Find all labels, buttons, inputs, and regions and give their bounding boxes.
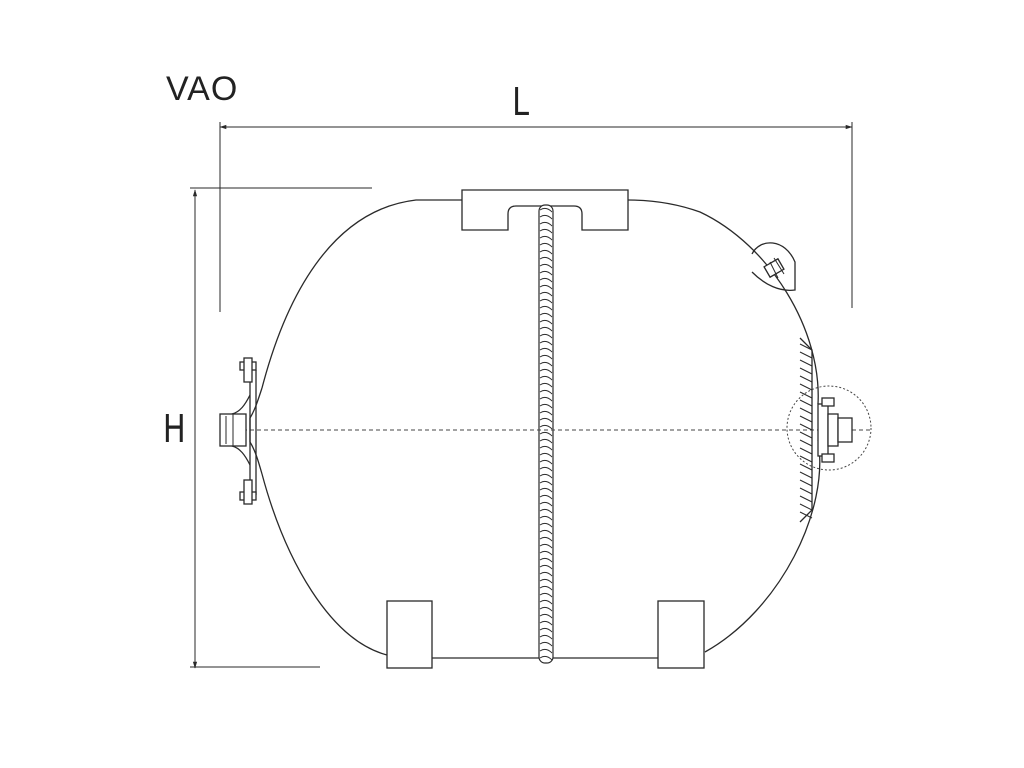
length-dimension-label: L <box>512 80 530 124</box>
height-dimension <box>190 187 372 669</box>
height-dimension-label: H <box>162 407 186 451</box>
top-bracket <box>461 189 629 231</box>
right-flange <box>786 337 872 523</box>
left-foot <box>386 600 433 669</box>
length-dimension <box>219 122 853 312</box>
model-label: VAO <box>166 70 239 108</box>
center-rod <box>538 204 554 664</box>
top-valve <box>751 242 796 291</box>
right-foot <box>657 600 705 669</box>
detail-circle <box>786 385 872 471</box>
left-flange <box>219 357 263 505</box>
